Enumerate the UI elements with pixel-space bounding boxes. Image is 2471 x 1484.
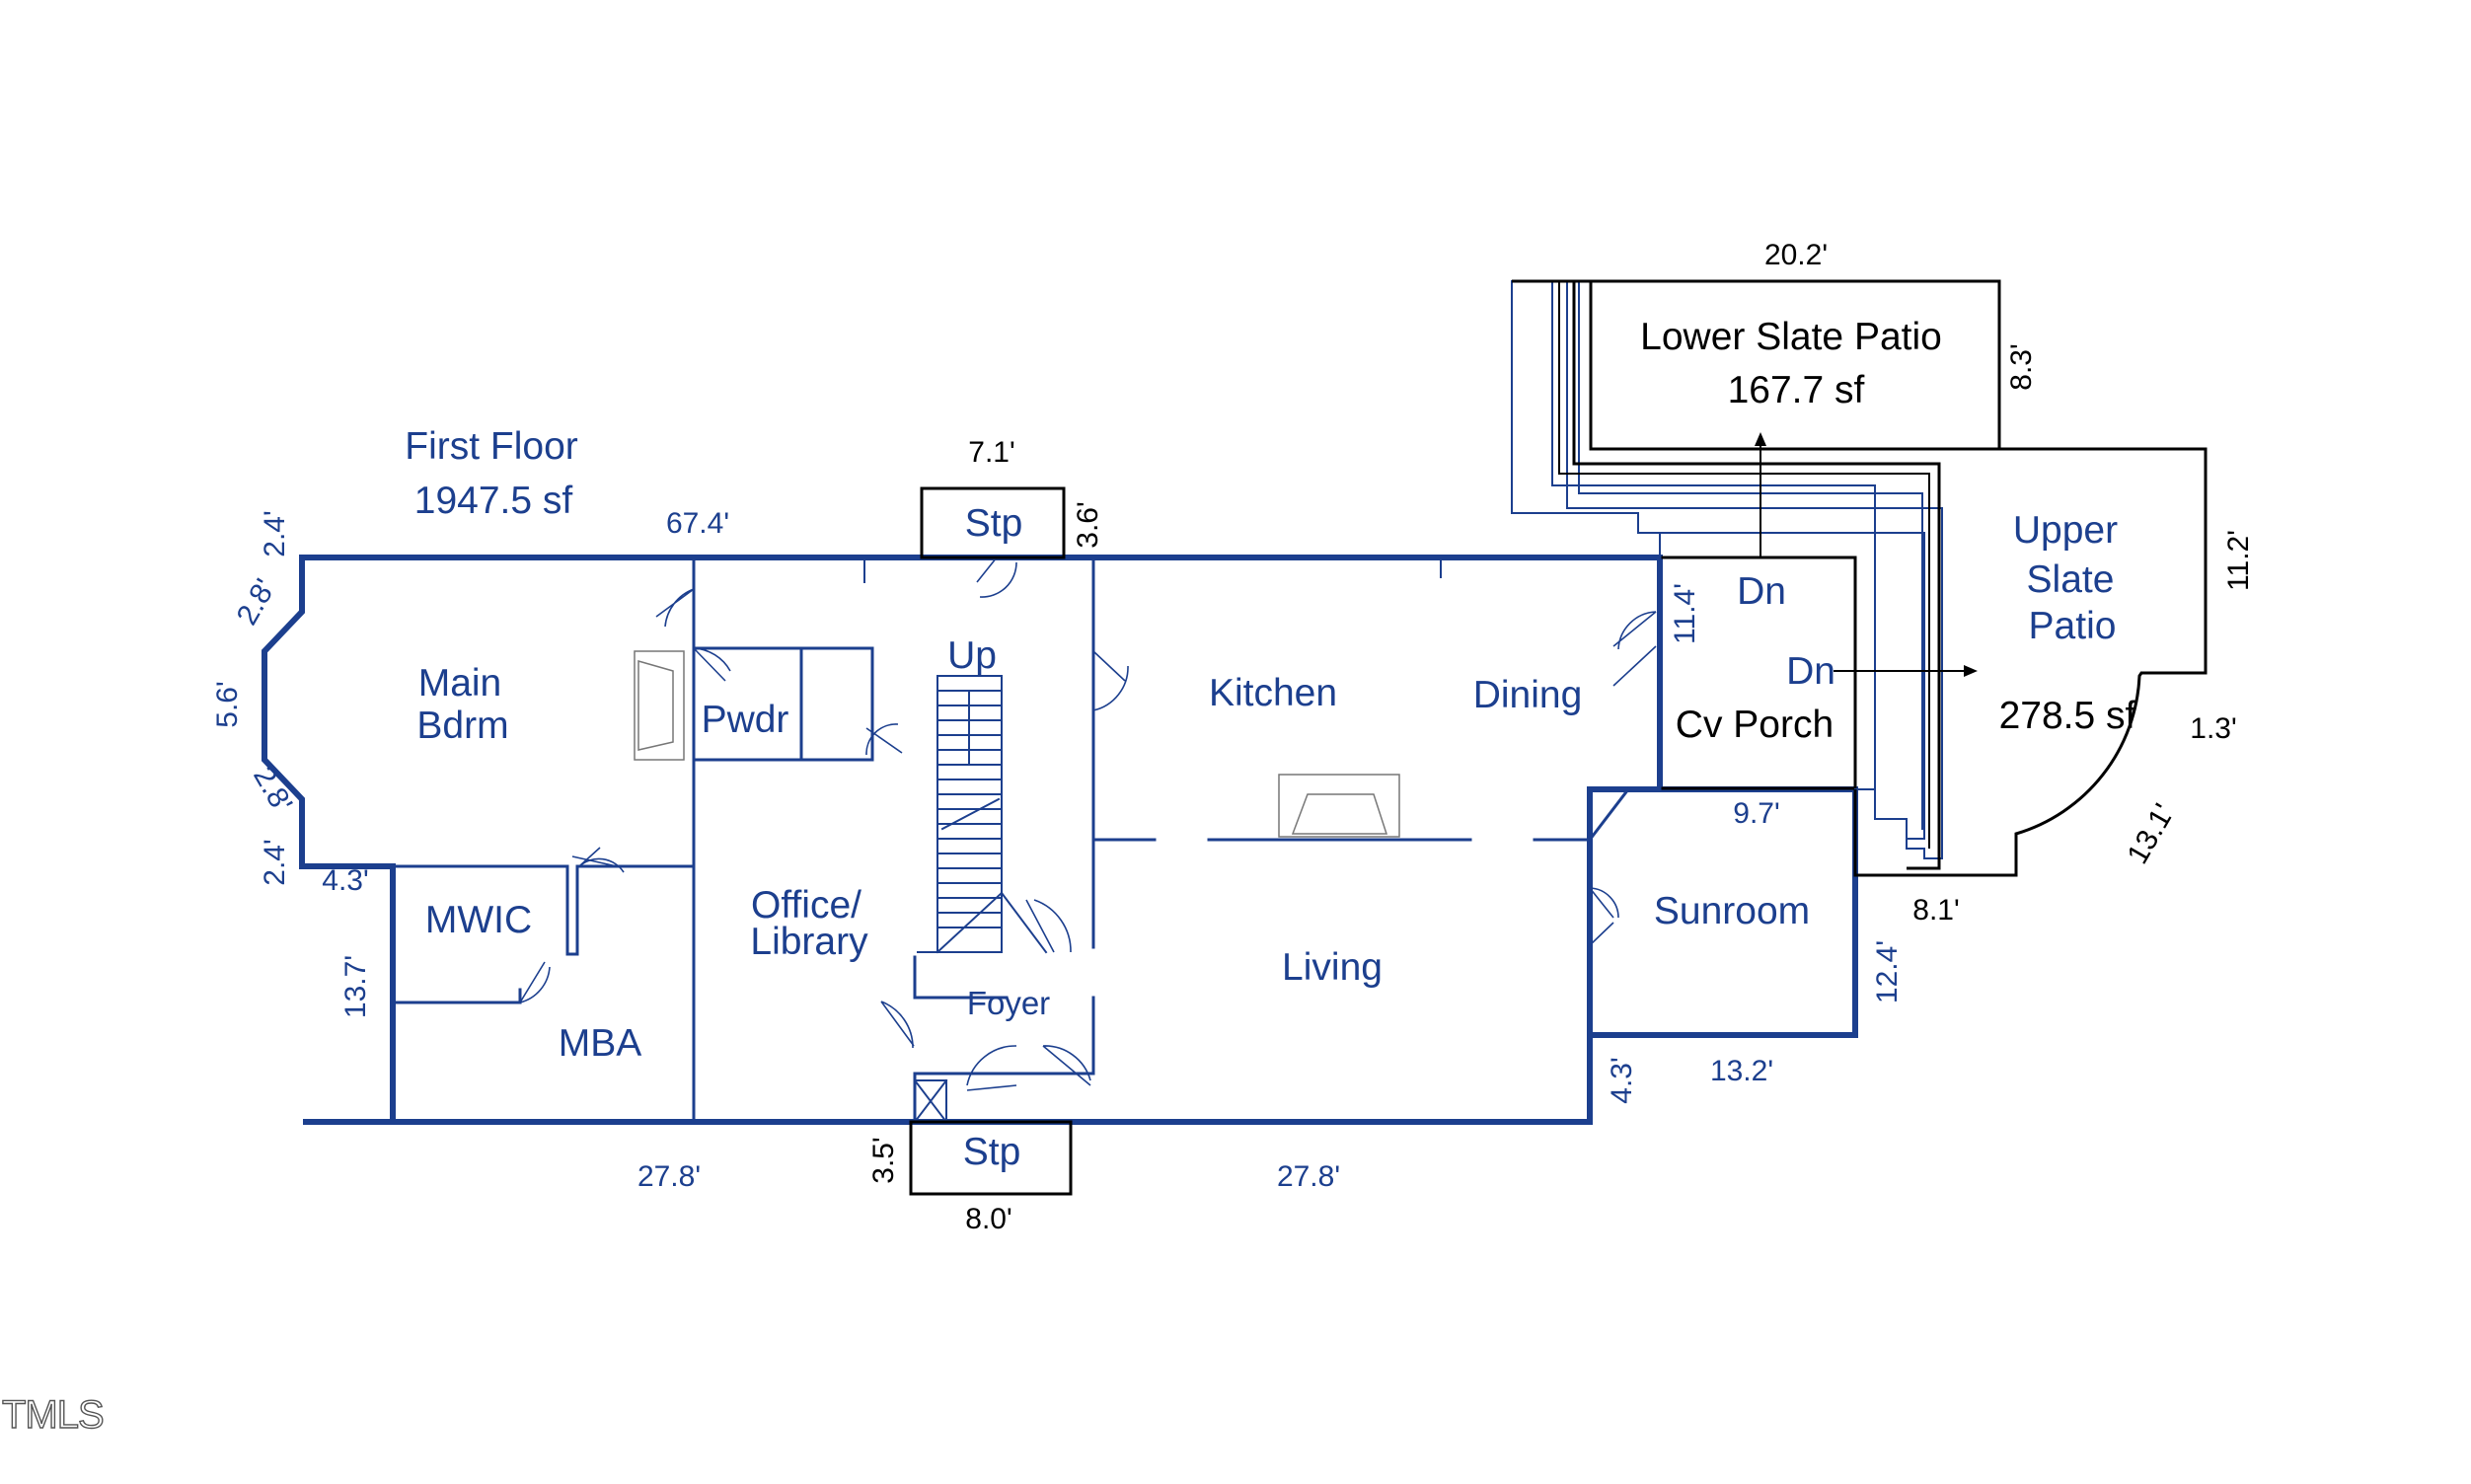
dim-lower-patio-depth: 8.3': [2005, 343, 2038, 390]
dim-upper-patio-arc: 13.1': [2121, 798, 2181, 869]
room-living: Living: [1282, 946, 1383, 989]
room-office-line1: Office/: [751, 884, 861, 927]
room-main-bdrm-line1: Main: [418, 662, 502, 705]
dim-top-wall: 67.4': [666, 507, 729, 540]
interior-walls: [391, 556, 1631, 1124]
floor-name: First Floor: [405, 425, 578, 468]
upper-slate-patio: [1853, 447, 2208, 877]
patio-step-lines: [1511, 280, 1943, 859]
dim-upper-patio-bottom: 8.1': [1912, 894, 1959, 927]
dim-porch-side: 11.4': [1669, 583, 1701, 644]
fireplace-living: [1278, 774, 1400, 838]
dn-patio-label: Dn: [1786, 650, 1835, 693]
dim-bay-angle-top: 2.8': [231, 573, 282, 631]
label-up: Up: [947, 634, 997, 677]
room-mba: MBA: [559, 1022, 642, 1065]
step-bottom-label: Stp: [963, 1131, 1021, 1173]
floor-area: 1947.5 sf: [414, 480, 573, 522]
dim-upper-patio-side: 11.2': [2222, 530, 2255, 591]
dim-upper-patio-arc-small: 1.3': [2190, 712, 2236, 745]
dim-bay-face: 5.6': [211, 681, 244, 727]
upper-patio-area: 278.5 sf: [1999, 695, 2136, 737]
dim-sunroom-notch: 4.3': [1606, 1057, 1638, 1103]
down-arrows: [1755, 432, 1978, 677]
room-sunroom: Sunroom: [1654, 890, 1810, 932]
step-top-label: Stp: [965, 502, 1023, 545]
dim-bay-top: 2.4': [259, 510, 291, 556]
upper-patio-line2: Slate: [2027, 558, 2115, 601]
upper-patio-line1: Upper: [2013, 509, 2118, 552]
upper-patio-line3: Patio: [2029, 605, 2117, 647]
dim-mwic-side: 13.7': [339, 955, 372, 1018]
dim-bay-angle-bottom: 2.8': [247, 761, 298, 818]
dn-porch-label: Dn: [1737, 570, 1786, 613]
dim-bottom-right: 27.8': [1277, 1160, 1340, 1193]
room-main-bdrm-line2: Bdrm: [416, 705, 508, 747]
dim-stp-bottom-width: 8.0': [965, 1203, 1011, 1235]
patio-step-outer: [1572, 281, 1941, 870]
fireplace-bedroom: [634, 650, 685, 761]
dim-bay-bottom: 2.4': [259, 839, 291, 885]
room-foyer: Foyer: [967, 985, 1050, 1021]
tmls-watermark: TMLS: [1, 1392, 105, 1437]
room-pwdr: Pwdr: [702, 699, 789, 741]
lower-slate-patio: [1512, 279, 2001, 451]
dim-sunroom-side: 12.4': [1871, 940, 1904, 1003]
dim-notch: 4.3': [322, 864, 368, 897]
dim-sunroom-bottom: 13.2': [1710, 1055, 1773, 1087]
lower-patio-area: 167.7 sf: [1728, 369, 1865, 411]
room-dining: Dining: [1473, 674, 1583, 716]
dim-stp-top-width: 7.1': [968, 436, 1014, 469]
doors: [519, 556, 1657, 1124]
room-office-line2: Library: [750, 921, 868, 963]
dim-porch-bottom: 9.7': [1733, 797, 1779, 830]
dim-stp-top-depth: 3.6': [1072, 501, 1104, 548]
front-step-top: [920, 486, 1066, 559]
dim-lower-patio-width: 20.2': [1764, 239, 1828, 271]
staircase: [917, 675, 1048, 954]
dim-bottom-left: 27.8': [637, 1160, 701, 1193]
cv-porch-label: Cv Porch: [1676, 704, 1834, 746]
front-step-bottom: [909, 1120, 1073, 1196]
room-mwic: MWIC: [425, 899, 532, 941]
dim-stp-bottom-depth: 3.5': [867, 1137, 900, 1183]
room-kitchen: Kitchen: [1209, 672, 1337, 714]
lower-patio-name: Lower Slate Patio: [1640, 316, 1942, 358]
